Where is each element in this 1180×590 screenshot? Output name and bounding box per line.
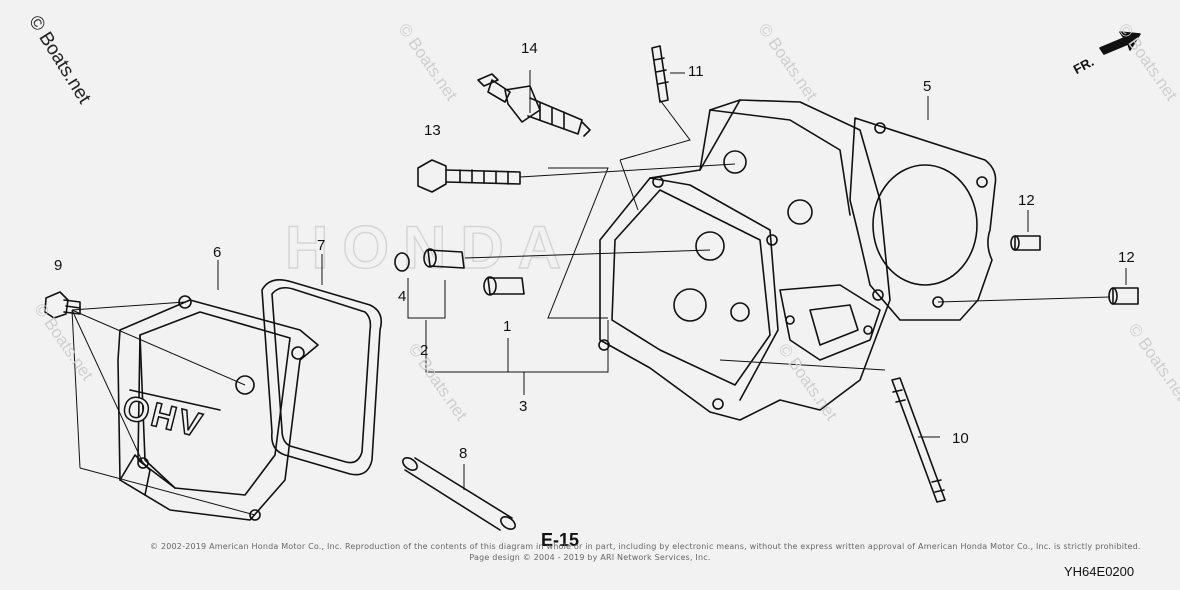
o-ring xyxy=(394,252,410,272)
long-stud xyxy=(891,377,946,503)
callout-5: 5 xyxy=(923,78,932,95)
diagram-code: YH64E0200 xyxy=(1064,564,1135,579)
callout-3: 3 xyxy=(519,398,528,415)
stud-bolt xyxy=(651,45,669,103)
cover-gasket xyxy=(261,279,383,476)
callout-12b: 12 xyxy=(1118,249,1135,266)
dowel-pin-upper xyxy=(423,248,465,269)
dowel-pin-lower xyxy=(483,276,525,296)
callout-2: 2 xyxy=(420,342,429,359)
dowel-pin-12a xyxy=(1010,235,1041,251)
breather-tube xyxy=(402,457,516,531)
reference-label: E-15 xyxy=(541,530,580,550)
callout-1: 1 xyxy=(503,318,512,335)
flange-bolt xyxy=(417,159,521,193)
dowel-pin-12b xyxy=(1108,287,1139,305)
callout-4: 4 xyxy=(398,288,407,305)
callout-8: 8 xyxy=(459,445,468,462)
head-gasket xyxy=(849,117,997,321)
copyright-line-1: © 2002-2019 American Honda Motor Co., In… xyxy=(150,542,1141,551)
front-arrow-icon xyxy=(1099,31,1141,55)
spark-plug xyxy=(477,73,591,137)
callout-10: 10 xyxy=(952,430,969,447)
copyright-line-2: Page design © 2004 - 2019 by ARI Network… xyxy=(469,553,711,562)
cylinder-head xyxy=(598,99,891,421)
callout-7: 7 xyxy=(317,237,326,254)
callout-9: 9 xyxy=(54,257,63,274)
background-honda-text: HONDA xyxy=(285,214,575,281)
callout-12a: 12 xyxy=(1018,192,1035,209)
callout-6: 6 xyxy=(213,244,222,261)
callout-11: 11 xyxy=(688,63,704,80)
callout-14: 14 xyxy=(521,40,538,57)
callout-13: 13 xyxy=(424,122,441,139)
leader-lines xyxy=(71,70,1127,516)
